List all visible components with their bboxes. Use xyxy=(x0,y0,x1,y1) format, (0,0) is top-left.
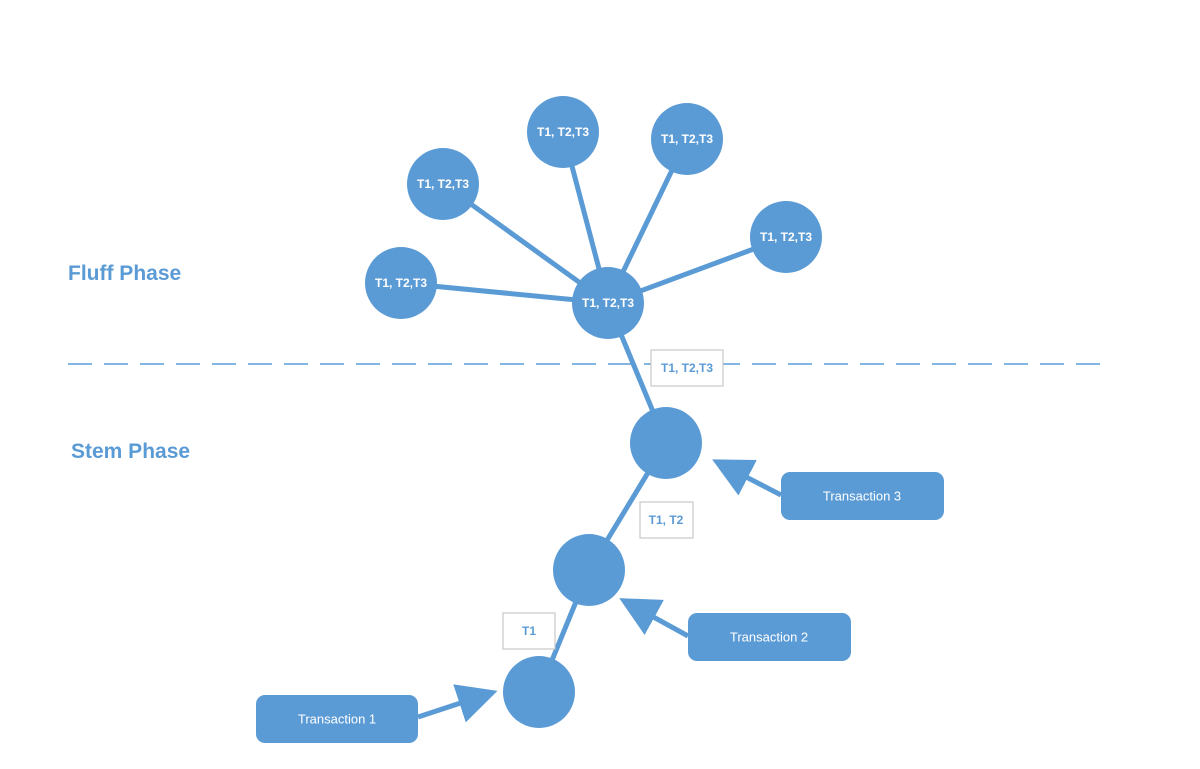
transaction-2-label: Transaction 2 xyxy=(730,630,808,645)
transaction-2-box: Transaction 2 xyxy=(688,613,851,661)
fluff-node-3: T1, T2,T3 xyxy=(527,96,599,168)
fluff-node-label: T1, T2,T3 xyxy=(760,230,812,244)
stem-label-top-text: T1, T2,T3 xyxy=(661,361,713,375)
hub-node-label: T1, T2,T3 xyxy=(582,296,634,310)
transaction-3-box: Transaction 3 xyxy=(781,472,944,520)
stem-label-bottom: T1 xyxy=(502,612,556,650)
fluff-node-5: T1, T2,T3 xyxy=(750,201,822,273)
stem-node-1 xyxy=(503,656,575,728)
arrow-transaction-1 xyxy=(417,684,498,723)
hub-node: T1, T2,T3 xyxy=(572,267,644,339)
fluff-node-1: T1, T2,T3 xyxy=(365,247,437,319)
transaction-1-label: Transaction 1 xyxy=(298,712,376,727)
transaction-3-label: Transaction 3 xyxy=(823,489,901,504)
fluff-node-2: T1, T2,T3 xyxy=(407,148,479,220)
stem-label-top: T1, T2,T3 xyxy=(650,349,724,387)
stem-label-middle: T1, T2 xyxy=(639,501,694,539)
fluff-node-label: T1, T2,T3 xyxy=(417,177,469,191)
fluff-node-label: T1, T2,T3 xyxy=(661,132,713,146)
stem-node-3 xyxy=(630,407,702,479)
fluff-node-label: T1, T2,T3 xyxy=(375,276,427,290)
stem-label-bottom-text: T1 xyxy=(522,624,536,638)
arrow-transaction-2 xyxy=(619,598,690,639)
stem-node-2 xyxy=(553,534,625,606)
transaction-1-box: Transaction 1 xyxy=(256,695,418,743)
stem-label-middle-text: T1, T2 xyxy=(649,513,684,527)
arrow-transaction-3 xyxy=(712,459,783,498)
fluff-node-4: T1, T2,T3 xyxy=(651,103,723,175)
stem-phase-label: Stem Phase xyxy=(71,440,190,463)
fluff-node-label: T1, T2,T3 xyxy=(537,125,589,139)
fluff-phase-label: Fluff Phase xyxy=(68,262,181,285)
